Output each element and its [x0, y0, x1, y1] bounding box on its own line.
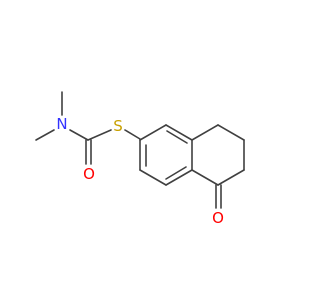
bond-carbonyl-s — [87, 129, 112, 141]
bond-ring-b5 — [191, 169, 219, 186]
atom-label-nitrogen: N — [56, 115, 67, 133]
bond-ring-a5 — [139, 169, 167, 186]
bond-ring-a4 — [165, 169, 193, 186]
atom-label-sulfur: S — [113, 117, 123, 135]
bond-n-methyl-left — [35, 129, 55, 141]
atom-label-ketone-oxygen: O — [212, 209, 224, 227]
molecule-structure-diagram: N S O O — [35, 91, 245, 227]
bond-n-carbonyl — [69, 129, 89, 141]
bond-ring-b4 — [217, 169, 245, 186]
bond-ring-inner-1 — [166, 130, 188, 144]
bond-ring-a1 — [139, 124, 167, 141]
bond-ring-b1 — [191, 124, 219, 141]
bond-ring-a2 — [165, 124, 193, 141]
atom-label-carbamate-oxygen: O — [83, 165, 95, 183]
bond-ring-inner-2 — [165, 166, 187, 180]
bond-ring-b2 — [217, 124, 245, 141]
bond-s-ring — [124, 129, 141, 140]
